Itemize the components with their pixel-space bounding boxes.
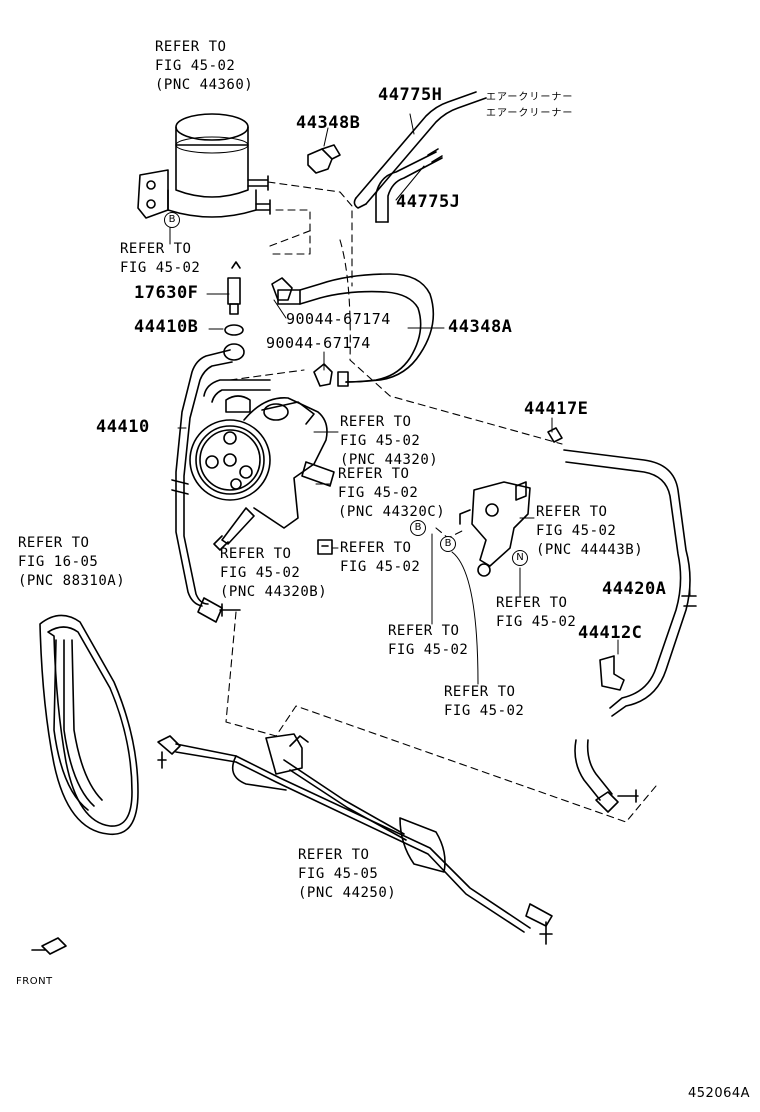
part-44420a: 44420A bbox=[602, 579, 667, 599]
power-steering-pump bbox=[189, 379, 335, 529]
hose-44348a bbox=[277, 273, 435, 387]
bolt-44320b bbox=[213, 507, 255, 551]
part-17630f: 17630F bbox=[134, 283, 199, 303]
clamp-44348b bbox=[307, 144, 341, 174]
marker-n: N bbox=[512, 550, 528, 566]
hose-44775j bbox=[375, 148, 443, 223]
part-90044-upper: 90044-67174 bbox=[286, 310, 391, 328]
air-cleaner-label-1: エアークリーナー bbox=[486, 92, 574, 103]
front-arrow bbox=[31, 937, 67, 955]
part-44412c: 44412C bbox=[578, 623, 643, 643]
part-44775h: 44775H bbox=[378, 85, 443, 105]
marker-b-lower: B bbox=[440, 536, 456, 552]
part-90044-lower: 90044-67174 bbox=[266, 334, 371, 352]
reservoir-tank bbox=[137, 113, 271, 219]
bracket-44443b bbox=[459, 481, 531, 577]
part-44410b: 44410B bbox=[134, 317, 199, 337]
diagram-code: 452064A bbox=[688, 1086, 751, 1101]
gasket-44410b bbox=[223, 324, 245, 361]
return-pipe-44420a bbox=[547, 427, 697, 813]
drive-belt bbox=[39, 614, 139, 836]
clamp-90044-lower bbox=[313, 363, 333, 387]
clamp-90044-upper bbox=[271, 277, 293, 301]
union-bolt-17630f bbox=[227, 261, 241, 315]
steering-gear-assembly bbox=[157, 733, 553, 945]
hose-44775h bbox=[353, 91, 487, 209]
front-label: FRONT bbox=[16, 976, 53, 987]
part-44775j: 44775J bbox=[396, 192, 461, 212]
part-44348a: 44348A bbox=[448, 317, 513, 337]
part-44417e: 44417E bbox=[524, 399, 589, 419]
clip-45-02 bbox=[317, 539, 333, 555]
marker-b-reservoir: B bbox=[164, 212, 180, 228]
air-cleaner-label-2: エアークリーナー bbox=[486, 108, 574, 119]
part-44410: 44410 bbox=[96, 417, 150, 437]
pressure-hose-44410 bbox=[171, 349, 241, 623]
clamp-44412c bbox=[599, 655, 625, 691]
part-44348b: 44348B bbox=[296, 113, 361, 133]
marker-b-upper: B bbox=[410, 520, 426, 536]
